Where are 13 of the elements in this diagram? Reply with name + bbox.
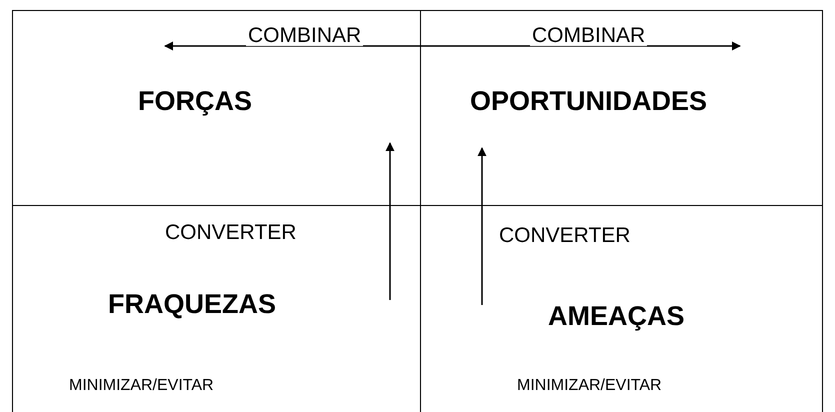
arrow (386, 142, 394, 300)
arrow (164, 42, 420, 50)
quadrant-heading: AMEAÇAS (548, 303, 685, 330)
arrow (420, 42, 741, 50)
quadrant-heading: OPORTUNIDADES (470, 88, 708, 115)
quadrant-heading: FORÇAS (138, 88, 252, 115)
edge-label: COMBINAR (530, 25, 648, 46)
quadrant-note: MINIMIZAR/EVITAR (517, 378, 662, 394)
edge-label: COMBINAR (246, 25, 364, 46)
quadrant-heading: FRAQUEZAS (108, 291, 276, 318)
quadrant-box (12, 10, 421, 206)
quadrant-note: MINIMIZAR/EVITAR (69, 378, 214, 394)
arrow (478, 147, 486, 305)
